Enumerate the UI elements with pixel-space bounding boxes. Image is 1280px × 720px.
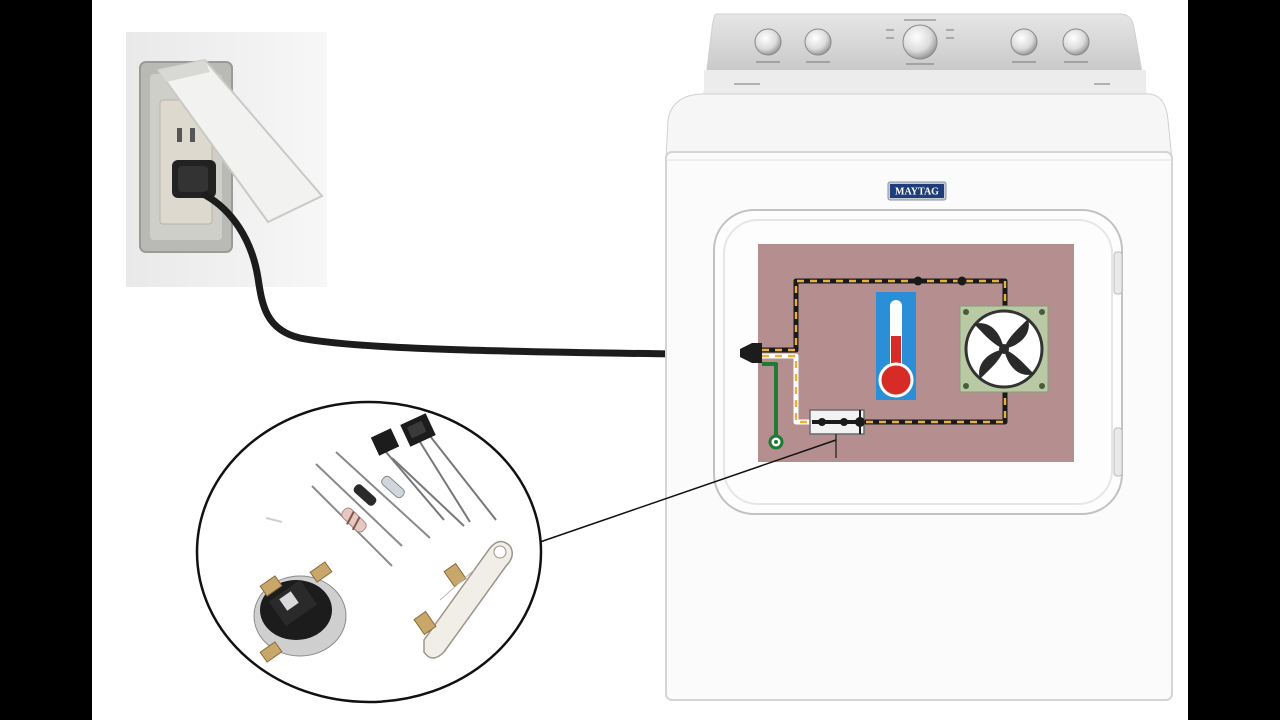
wall-outlet-photo [126,32,327,287]
thermometer-icon [876,292,916,400]
thermal-fuse-parts-callout [195,400,543,704]
dryer-thermal-fuse-white [413,540,513,659]
power-cord [201,191,749,359]
maytag-logo: MAYTAG [887,181,947,201]
temperature-knob[interactable] [804,28,832,56]
callout-line [539,439,837,543]
dryer-top [665,93,1173,161]
letterbox-right [1188,0,1280,720]
door-hinge-top [1113,251,1123,295]
dryness-knob[interactable] [754,28,782,56]
junction-dot [913,276,923,286]
cord-connector [740,343,762,363]
junction-dot [957,276,967,286]
option-knob-left[interactable] [1010,28,1038,56]
door-hinge-bottom [1113,427,1123,477]
letterbox-left [0,0,92,720]
axial-fuse-2 [315,463,403,547]
cycle-selector-knob[interactable] [902,24,938,60]
cycling-thermostat-disc [253,561,347,663]
thermal-fuse-component [809,409,865,458]
svg-text:MAYTAG: MAYTAG [895,187,939,198]
console-markings [734,19,1110,85]
ground-wire [762,362,778,440]
fan-icon [959,305,1049,393]
small-fuse-square-1 [370,428,465,527]
axial-fuse-1 [335,451,431,539]
axial-fuse-3 [311,485,393,567]
circuit-diagram [740,244,1074,462]
option-knob-right[interactable] [1062,28,1090,56]
small-fuse-square-2 [400,413,497,523]
